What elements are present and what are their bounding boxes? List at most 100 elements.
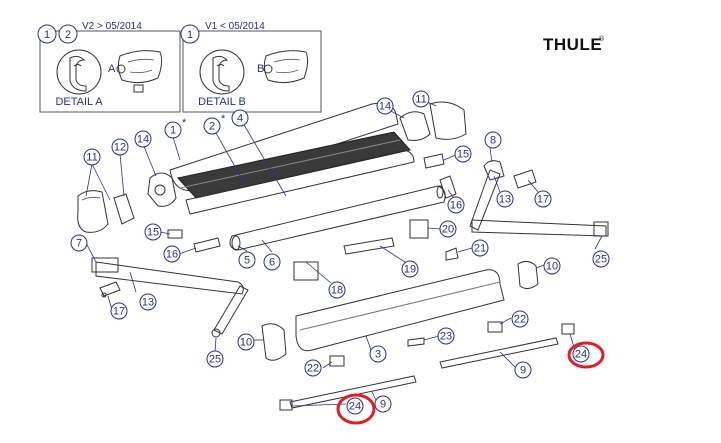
callout-number: 18 bbox=[331, 285, 343, 297]
callout-circle bbox=[514, 361, 532, 379]
callout-number: 13 bbox=[499, 194, 511, 206]
callout-11: 11 bbox=[83, 148, 101, 166]
callout-circle bbox=[534, 190, 552, 208]
callout-number: 15 bbox=[147, 227, 159, 239]
callout-circle bbox=[401, 260, 419, 278]
callout-circle bbox=[231, 109, 249, 127]
rail-part-19 bbox=[343, 237, 395, 255]
callout-number: 1 bbox=[170, 125, 176, 137]
callout-circle bbox=[134, 130, 152, 148]
cap-part-21 bbox=[445, 247, 459, 261]
callout-10: 10 bbox=[543, 257, 561, 275]
arm-part-25-right bbox=[471, 219, 607, 237]
callout-circle bbox=[376, 97, 394, 115]
brand-logo: THULE ® bbox=[543, 35, 605, 54]
callout-circle bbox=[164, 121, 182, 139]
callout-11: 11 bbox=[412, 90, 430, 108]
callout-number: 5 bbox=[244, 255, 250, 267]
tube-end-part-5 bbox=[231, 235, 241, 251]
brand-name: THULE bbox=[543, 35, 602, 54]
callout-number: 17 bbox=[537, 194, 549, 206]
detail-panel-b: 1 V1 < 05/2014 B DETAIL B bbox=[180, 21, 322, 113]
callout-17: 17 bbox=[110, 302, 128, 320]
callout-number: 9 bbox=[520, 365, 526, 377]
callout-circle bbox=[238, 251, 256, 269]
callout-number: 23 bbox=[440, 331, 452, 343]
callout-number: 14 bbox=[379, 101, 391, 113]
leader-lines bbox=[85, 98, 603, 407]
callout-circle bbox=[83, 148, 101, 166]
callout-circle bbox=[237, 333, 255, 351]
callout-1: 1* bbox=[164, 117, 187, 139]
callout-25: 25 bbox=[592, 250, 610, 268]
detail-a-marker: A bbox=[108, 63, 116, 75]
callout-number: 22 bbox=[514, 314, 526, 326]
callout-number: 20 bbox=[442, 224, 454, 236]
callout-8: 8 bbox=[484, 131, 502, 149]
callout-13: 13 bbox=[139, 293, 157, 311]
callout-circle bbox=[263, 253, 281, 271]
callout-number: 25 bbox=[595, 254, 607, 266]
callout-15: 15 bbox=[454, 145, 472, 163]
callout-number: 10 bbox=[546, 261, 558, 273]
bracket-part-12 bbox=[113, 193, 135, 225]
callout-number: 3 bbox=[375, 349, 381, 361]
callout-circle bbox=[139, 293, 157, 311]
callout-19: 19 bbox=[401, 260, 419, 278]
highlight-ring-24 bbox=[567, 341, 605, 369]
callout-18: 18 bbox=[328, 281, 346, 299]
callout-14: 14 bbox=[134, 130, 152, 148]
part-drawings bbox=[77, 101, 609, 411]
callout-12: 12 bbox=[111, 138, 129, 156]
end-bracket-part-11-left bbox=[77, 190, 109, 233]
pin-part-16-left bbox=[193, 237, 221, 253]
detail-a-circle-2: 2 bbox=[65, 29, 71, 41]
callout-4: 4 bbox=[231, 109, 249, 127]
callout-2: 2* bbox=[203, 113, 226, 135]
callout-circle bbox=[111, 138, 129, 156]
callout-13: 13 bbox=[496, 190, 514, 208]
callout-number: 2 bbox=[209, 121, 215, 133]
callout-number: 4 bbox=[237, 113, 243, 125]
callout-circle bbox=[374, 395, 392, 413]
callout-14: 14 bbox=[376, 97, 394, 115]
bracket-part-17-right bbox=[513, 169, 537, 189]
callout-5: 5 bbox=[238, 251, 256, 269]
fabric-roll-part-4 bbox=[185, 149, 415, 215]
callout-circle bbox=[437, 327, 455, 345]
callout-circle bbox=[304, 359, 322, 377]
callout-number: 9 bbox=[380, 399, 386, 411]
plate-part-18 bbox=[293, 261, 319, 281]
callout-15: 15 bbox=[144, 223, 162, 241]
wall-rail-part-9-upper bbox=[439, 337, 559, 369]
callout-circle bbox=[439, 220, 457, 238]
callout-6: 6 bbox=[263, 253, 281, 271]
callout-number: 11 bbox=[415, 94, 426, 106]
callout-number: 22 bbox=[307, 363, 319, 375]
callout-number: 7 bbox=[76, 238, 82, 250]
callout-22: 22 bbox=[304, 359, 322, 377]
roller-end-part-14-right bbox=[399, 111, 431, 141]
callout-circle bbox=[572, 345, 590, 363]
side-cap-part-10-right bbox=[517, 260, 539, 290]
callout-circle bbox=[412, 90, 430, 108]
fabric-roll-part-2 bbox=[177, 131, 411, 199]
detail-b-version: V1 < 05/2014 bbox=[205, 21, 265, 32]
callout-circle bbox=[511, 310, 529, 328]
callout-circle bbox=[203, 117, 221, 135]
callout-star: * bbox=[182, 117, 187, 129]
arm-part-13-right bbox=[469, 169, 501, 231]
callout-number: 19 bbox=[404, 264, 416, 276]
callout-22: 22 bbox=[511, 310, 529, 328]
callout-number: 14 bbox=[137, 134, 149, 146]
callout-24: 24 bbox=[346, 397, 364, 415]
callout-number: 24 bbox=[575, 349, 587, 361]
callout-number: 6 bbox=[269, 257, 275, 269]
detail-b-circle-1: 1 bbox=[187, 29, 193, 41]
callout-number: 13 bbox=[142, 297, 154, 309]
callout-star: * bbox=[221, 113, 226, 125]
callout-number: 16 bbox=[166, 249, 178, 261]
side-cap-part-10-left bbox=[261, 323, 287, 361]
callout-number: 15 bbox=[457, 149, 469, 161]
